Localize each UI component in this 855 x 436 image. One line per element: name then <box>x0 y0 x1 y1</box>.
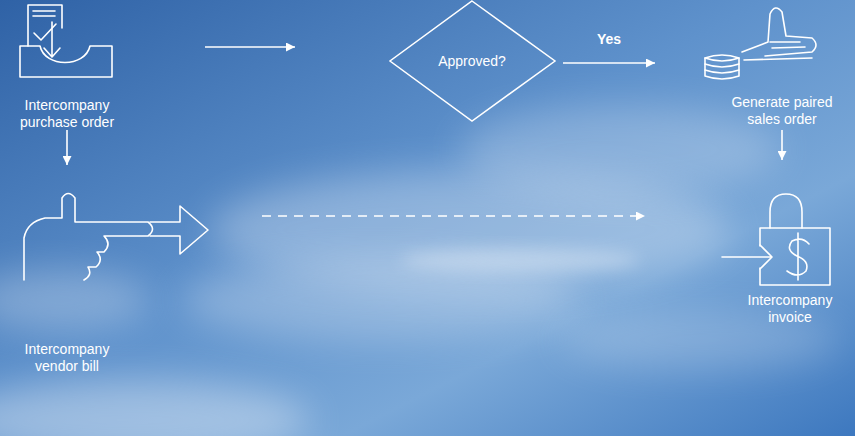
document-outline <box>28 5 62 46</box>
coin <box>705 55 739 61</box>
purchase-order-icon <box>20 5 112 77</box>
flow-arrow <box>205 46 295 48</box>
lock-shackle <box>770 194 802 228</box>
open-hand <box>742 8 816 56</box>
vendor-bill-hand-icon <box>24 194 208 281</box>
node-label: Generate paired sales order <box>717 94 847 128</box>
node-label: Intercompany purchase order <box>7 97 127 131</box>
node-label: Intercompany vendor bill <box>7 341 127 375</box>
down-arrow <box>44 22 60 57</box>
cloud <box>0 270 150 330</box>
vendor-bill-node: Intercompany vendor bill <box>0 165 262 375</box>
coin <box>705 58 739 67</box>
cloud <box>400 248 640 272</box>
finger-lines <box>770 42 805 48</box>
pointer-arrow <box>150 206 208 254</box>
clouds <box>0 105 840 436</box>
document-lines <box>33 11 55 16</box>
invoice-node: Intercompany invoice <box>645 160 855 332</box>
purchase-order-node: Intercompany purchase order <box>0 0 205 130</box>
pointing-hand <box>24 194 153 281</box>
invoice-lock-icon <box>722 194 830 285</box>
sales-order-icon <box>705 8 816 79</box>
inbox-tray <box>20 46 112 77</box>
edge-label: Yes <box>549 31 669 48</box>
node-label: Approved? <box>412 53 532 70</box>
flow-arrow <box>66 130 68 165</box>
sleeve-line <box>744 58 812 60</box>
decision-diamond <box>390 1 555 121</box>
dollar-symbol <box>787 233 809 280</box>
flow-arrow <box>563 62 655 64</box>
decision-diamond-outline <box>295 0 563 124</box>
flow-arrow <box>781 130 783 160</box>
sales-order-node: Generate paired sales order <box>655 0 855 130</box>
coin <box>705 64 739 73</box>
entry-arrow <box>722 245 772 269</box>
approval-decision: Approved? <box>295 0 563 124</box>
node-label: Intercompany invoice <box>730 292 850 326</box>
cloud <box>0 380 310 436</box>
dashed-arrow <box>262 215 645 217</box>
cloud <box>460 105 780 195</box>
coin <box>705 70 739 79</box>
